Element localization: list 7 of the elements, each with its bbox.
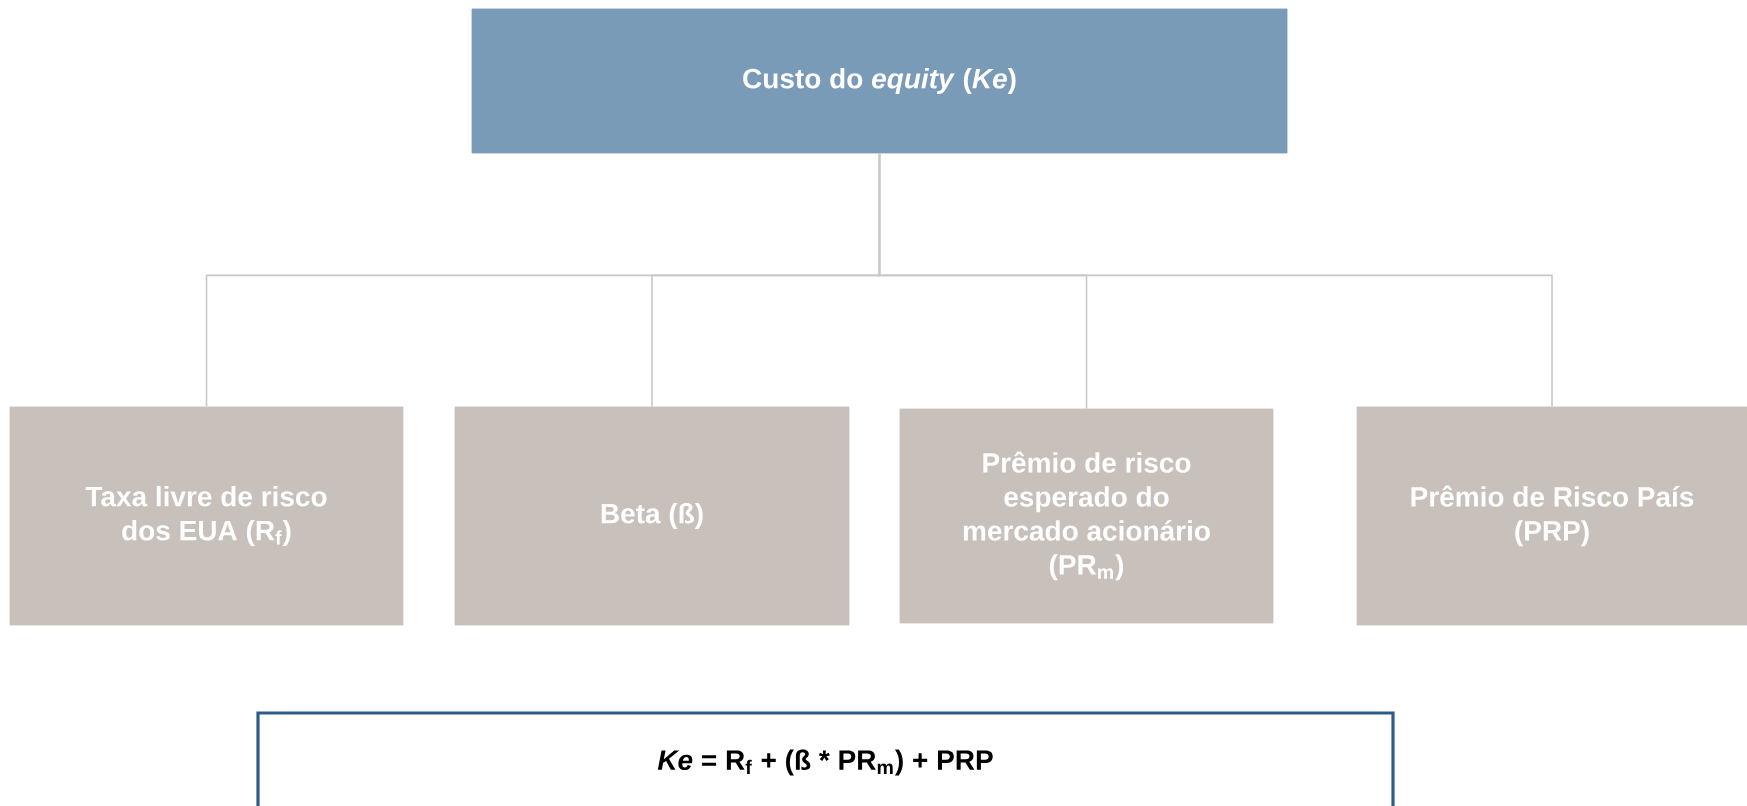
factor-box: Beta (ß) xyxy=(454,406,850,626)
factor-box: Taxa livre de risco dos EUA (R$_{f}$) xyxy=(9,406,404,626)
formula-box: Ke = R$_{f}$ + (ß * PR$_{m}$) + PRP xyxy=(256,711,1395,806)
heading-box: Custo do equity (Ke) xyxy=(471,8,1288,154)
factor-box: Prêmio de Risco País (PRP) xyxy=(1356,406,1747,626)
connector-line xyxy=(878,152,1553,408)
factor-box: Prêmio de risco esperado do mercado acionário (PR$_{m}$) xyxy=(899,408,1274,624)
